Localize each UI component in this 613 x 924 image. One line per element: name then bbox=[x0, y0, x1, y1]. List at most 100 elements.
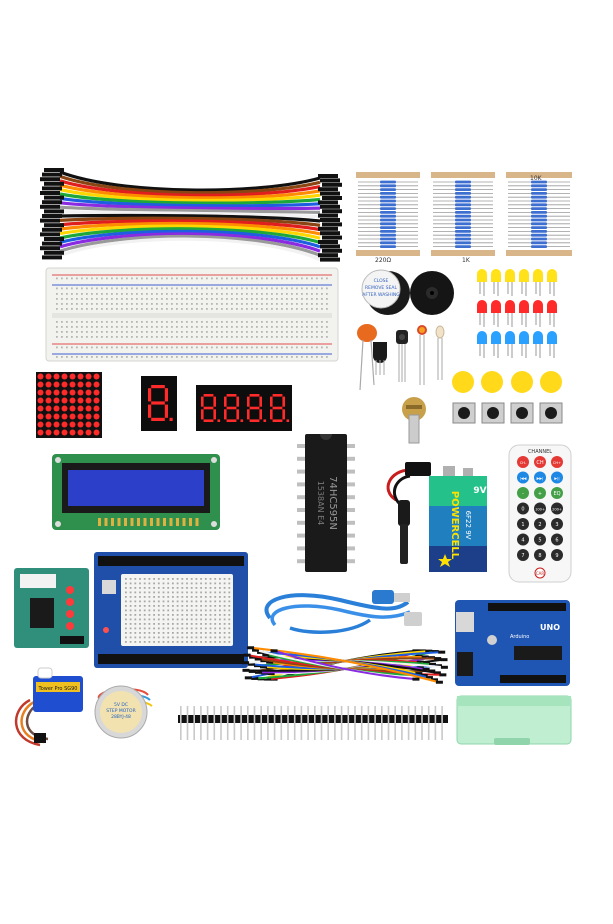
matrix-dot bbox=[85, 389, 92, 396]
shield-hole bbox=[172, 614, 174, 616]
breadboard-hole bbox=[246, 287, 248, 290]
led bbox=[533, 300, 543, 313]
breadboard-hole bbox=[191, 346, 193, 349]
shield-hole bbox=[129, 636, 132, 639]
breadboard-hole bbox=[301, 287, 303, 290]
breadboard-hole bbox=[66, 326, 68, 328]
breadboard-hole bbox=[231, 277, 233, 280]
resistor-tape bbox=[431, 250, 495, 256]
segment bbox=[151, 385, 165, 389]
shield-hole bbox=[195, 636, 198, 639]
breadboard-hole bbox=[271, 293, 273, 295]
matrix-dot bbox=[69, 421, 76, 428]
header-pin bbox=[267, 706, 269, 740]
breadboard-hole bbox=[181, 303, 183, 305]
breadboard-hole bbox=[66, 298, 68, 300]
resistor-body bbox=[455, 195, 471, 199]
breadboard-hole bbox=[111, 356, 113, 358]
breadboard-hole bbox=[261, 326, 263, 328]
shield-hole bbox=[186, 591, 188, 594]
shield-hole bbox=[190, 636, 193, 639]
lcd-pin bbox=[150, 518, 153, 526]
breadboard-hole bbox=[276, 321, 278, 323]
shield-hole bbox=[200, 641, 202, 643]
battery-voltage: 6F22 9V bbox=[464, 511, 472, 540]
shield-hole bbox=[172, 596, 174, 598]
shield-hole bbox=[143, 636, 146, 639]
matrix-dot bbox=[37, 405, 44, 412]
matrix-dot bbox=[85, 397, 92, 404]
shield-hole bbox=[139, 623, 141, 625]
shield-hole bbox=[172, 627, 174, 630]
breadboard-hole bbox=[201, 303, 203, 305]
breadboard-hole bbox=[221, 298, 223, 300]
breadboard-hole bbox=[241, 277, 243, 280]
matrix-dot bbox=[45, 429, 52, 436]
breadboard-hole bbox=[61, 277, 63, 280]
breadboard-hole bbox=[261, 308, 263, 310]
matrix-dot bbox=[77, 429, 84, 436]
breadboard-hole bbox=[261, 321, 263, 323]
breadboard-hole bbox=[296, 293, 298, 295]
resistor-body bbox=[455, 214, 471, 218]
matrix-dot bbox=[93, 397, 100, 404]
shield-hole bbox=[181, 582, 184, 585]
breadboard-hole bbox=[191, 308, 193, 310]
tactile-knob bbox=[487, 407, 499, 419]
resistor-body bbox=[455, 241, 471, 245]
matrix-dot bbox=[37, 413, 44, 420]
shield-hole bbox=[204, 627, 207, 630]
shield-hole bbox=[214, 641, 217, 643]
breadboard-hole bbox=[161, 356, 163, 358]
resistor-tape bbox=[431, 172, 495, 178]
breadboard-hole bbox=[101, 308, 103, 310]
lcd-pin bbox=[189, 518, 192, 526]
shield-hole bbox=[143, 627, 146, 630]
breadboard-hole bbox=[261, 303, 263, 305]
shield-hole bbox=[186, 632, 188, 634]
breadboard-hole bbox=[116, 293, 118, 295]
shield-hole bbox=[209, 605, 212, 607]
breadboard-hole bbox=[201, 287, 203, 290]
breadboard-hole bbox=[316, 277, 318, 280]
breadboard-hole bbox=[161, 326, 163, 328]
breadboard-hole bbox=[136, 298, 138, 300]
breadboard-hole bbox=[206, 308, 208, 310]
breadboard-hole bbox=[221, 303, 223, 305]
shield-hole bbox=[228, 632, 231, 634]
breadboard-hole bbox=[106, 346, 108, 349]
breadboard-hole bbox=[176, 331, 178, 333]
resistor-body bbox=[455, 222, 471, 226]
header-pin bbox=[300, 706, 303, 740]
breadboard-hole bbox=[221, 287, 223, 290]
dupont-head bbox=[320, 231, 340, 236]
ribbon-wire bbox=[59, 213, 321, 223]
header-pin bbox=[253, 706, 256, 740]
resistor-body bbox=[531, 184, 547, 188]
shield-hole bbox=[143, 609, 146, 612]
shield-hole bbox=[200, 578, 202, 580]
segment-dp bbox=[169, 417, 173, 421]
breadboard-hole bbox=[251, 356, 253, 358]
shield-hole bbox=[129, 582, 132, 585]
shield-hole bbox=[148, 591, 151, 594]
dupont-head bbox=[42, 186, 62, 191]
usb-cable bbox=[264, 590, 422, 634]
shift-register-chip: 74HC595N 1538AN E4 bbox=[297, 434, 355, 572]
resistor-body bbox=[455, 199, 471, 203]
breadboard-hole bbox=[196, 293, 198, 295]
breadboard-hole bbox=[186, 331, 188, 333]
breadboard-hole bbox=[136, 326, 138, 328]
shield-hole bbox=[190, 587, 193, 589]
segment bbox=[236, 396, 239, 407]
breadboard-hole bbox=[291, 293, 293, 295]
chip-pin bbox=[297, 546, 307, 551]
breadboard-hole bbox=[256, 298, 258, 300]
jumper-tip bbox=[260, 665, 268, 669]
breadboard-hole bbox=[271, 287, 273, 290]
chip-marking-2: 1538AN E4 bbox=[316, 481, 325, 526]
seven-segment-quad bbox=[196, 385, 292, 431]
breadboard-hole bbox=[316, 326, 318, 328]
shield-hole bbox=[162, 618, 165, 621]
